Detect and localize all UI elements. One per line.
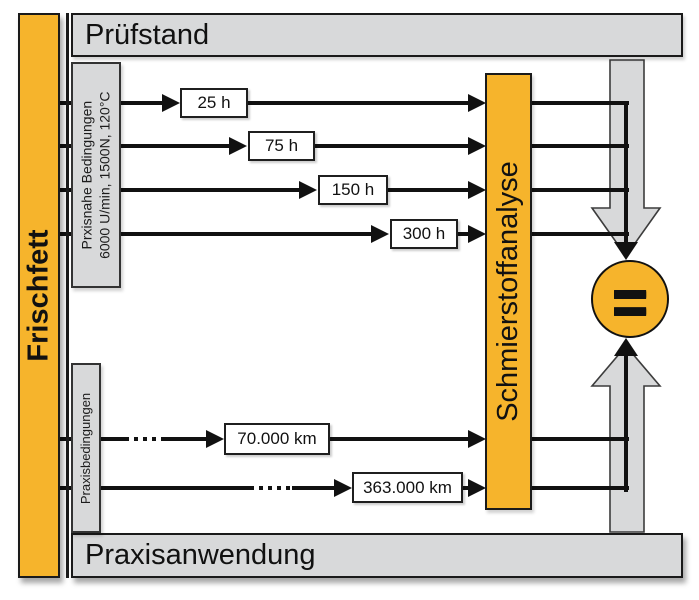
flow-line-segment (532, 486, 629, 490)
right-arrowhead-icon (206, 430, 224, 448)
duration-label: 25 h (197, 93, 231, 112)
distance-box-70000km: 70.000 km (224, 423, 330, 455)
flow-line-segment (388, 188, 468, 192)
flow-line-segment (60, 188, 299, 192)
flow-line-segment (248, 101, 468, 105)
right-arrowhead-icon (468, 479, 486, 497)
flow-line-segment (60, 486, 250, 490)
flow-line-segment (292, 486, 334, 490)
flow-line-segment (532, 144, 629, 148)
down-arrowhead-icon (614, 242, 638, 260)
flow-line-segment (163, 437, 206, 441)
distance-box-363000km: 363.000 km (352, 472, 463, 503)
schmierstoffanalyse-label: Schmierstoffanalyse (492, 161, 524, 422)
schmierstoffanalyse-bar: Schmierstoffanalyse (485, 73, 532, 510)
flow-line-segment (458, 232, 468, 236)
right-arrowhead-icon (162, 94, 180, 112)
distance-label: 70.000 km (237, 429, 317, 448)
practice-conditions-label: Praxisbedingungen (78, 392, 94, 504)
practice-conditions-box: Praxisbedingungen (71, 363, 101, 533)
right-arrowhead-icon (468, 225, 486, 243)
dotted-line-segment (250, 486, 292, 490)
collector-line-top (624, 101, 628, 244)
frischfett-bar: Frischfett (18, 13, 60, 578)
duration-label: 150 h (331, 180, 375, 199)
distance-label: 363.000 km (363, 477, 452, 497)
right-arrowhead-icon (299, 181, 317, 199)
flow-line-segment (60, 144, 229, 148)
right-arrowhead-icon (468, 137, 486, 155)
duration-label: 75 h (264, 136, 299, 155)
right-arrowhead-icon (468, 94, 486, 112)
equals-circle: = (591, 260, 669, 338)
duration-box-300h: 300 h (390, 219, 458, 249)
collector-line-bottom (624, 354, 628, 492)
frischfett-label: Frischfett (22, 229, 55, 362)
right-arrowhead-icon (468, 430, 486, 448)
dotted-line-segment (125, 437, 163, 441)
flow-line-segment (60, 232, 371, 236)
bench-conditions-line2: 6000 U/min, 1500N, 120°C (97, 91, 114, 259)
duration-box-25h: 25 h (180, 88, 248, 118)
flow-line-segment (315, 144, 468, 148)
duration-label: 300 h (402, 224, 446, 243)
flow-line-segment (532, 101, 629, 105)
up-arrowhead-icon (614, 338, 638, 356)
flow-line-segment (463, 486, 468, 490)
flow-line-segment (532, 437, 629, 441)
right-arrowhead-icon (334, 479, 352, 497)
praxisanwendung-title: Praxisanwendung (85, 539, 316, 571)
bench-conditions-box: Prxisnahe Bedingungen 6000 U/min, 1500N,… (71, 62, 121, 288)
pruefstand-header: Prüfstand (71, 13, 683, 57)
flow-line-segment (532, 232, 629, 236)
duration-box-75h: 75 h (248, 131, 315, 161)
frame-left-line (66, 13, 69, 578)
right-arrowhead-icon (371, 225, 389, 243)
pruefstand-title: Prüfstand (85, 18, 210, 51)
right-arrowhead-icon (468, 181, 486, 199)
duration-box-150h: 150 h (318, 175, 388, 205)
equals-symbol: = (611, 266, 649, 338)
flow-line-segment (532, 188, 629, 192)
right-arrowhead-icon (229, 137, 247, 155)
flow-line-segment (330, 437, 468, 441)
praxisanwendung-header: Praxisanwendung (71, 533, 683, 578)
bench-conditions-line1: Prxisnahe Bedingungen (78, 100, 95, 250)
